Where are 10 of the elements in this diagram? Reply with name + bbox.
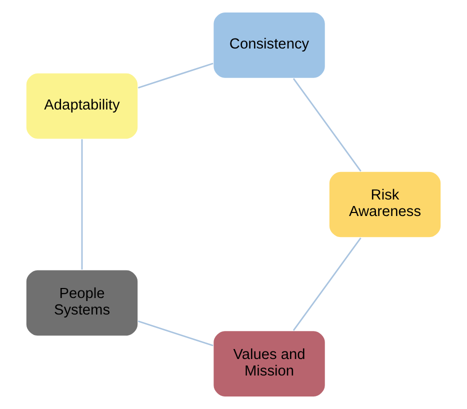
node-box: Values and Mission xyxy=(212,330,326,398)
connector xyxy=(81,139,83,270)
connector xyxy=(292,78,362,172)
node-box: People Systems xyxy=(25,269,139,337)
node-box: Adaptability xyxy=(25,72,139,140)
connector xyxy=(138,320,214,346)
node-box: Consistency xyxy=(212,12,326,79)
connector xyxy=(292,237,362,331)
node-box: Risk Awareness xyxy=(328,170,442,238)
connector xyxy=(138,62,214,88)
